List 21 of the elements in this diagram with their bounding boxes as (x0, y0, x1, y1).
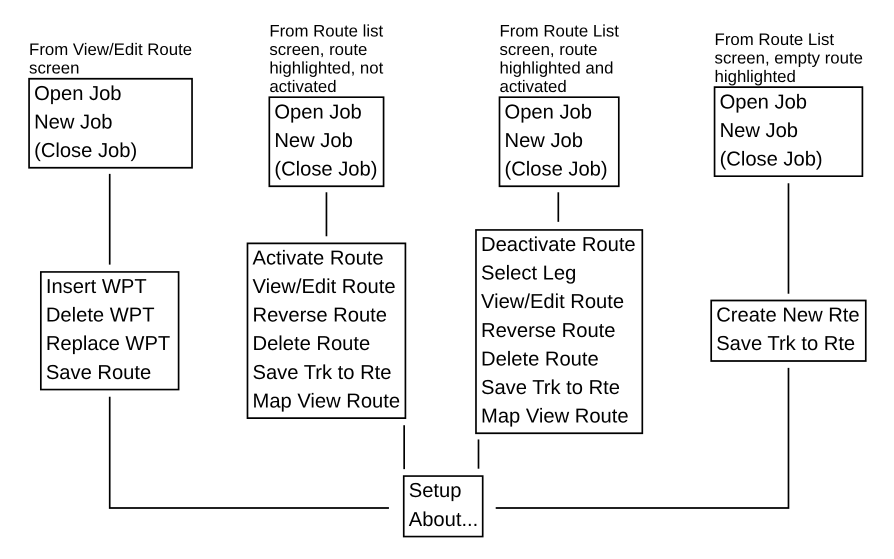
connector (403, 425, 405, 470)
connector (108, 174, 111, 265)
node-box: Setup About... (402, 475, 484, 538)
node-label: From Route List screen, empty route highlighted (714, 30, 864, 86)
node-box: Open Job New Job (Close Job) (28, 78, 193, 169)
connector (108, 396, 389, 509)
node-box: Insert WPT Delete WPT Replace WPT Save Route (40, 271, 180, 390)
node-box: Open Job New Job (Close Job) (714, 86, 864, 177)
node-label: From Route List screen, route highlighted and activated (500, 22, 619, 96)
connector (788, 183, 790, 294)
connector (496, 368, 790, 509)
connector (478, 439, 480, 469)
node-box: Create New Rte Save Trk to Rte (710, 300, 867, 362)
node-box: Open Job New Job (Close Job) (268, 96, 384, 188)
node-label: From View/Edit Route screen (29, 40, 192, 78)
connector (326, 192, 328, 236)
node-box: Open Job New Job (Close Job) (498, 96, 620, 188)
node-label: From Route list screen, route highlighted, not activated (269, 22, 384, 96)
node-box: Deactivate Route Select Leg View/Edit Route Reverse Route Delete Route Save Trk to Rte Map View Route (475, 229, 644, 434)
node-box: Activate Route View/Edit Route Reverse Route Delete Route Save Trk to Rte Map View Route (246, 242, 406, 419)
connector (557, 192, 560, 222)
